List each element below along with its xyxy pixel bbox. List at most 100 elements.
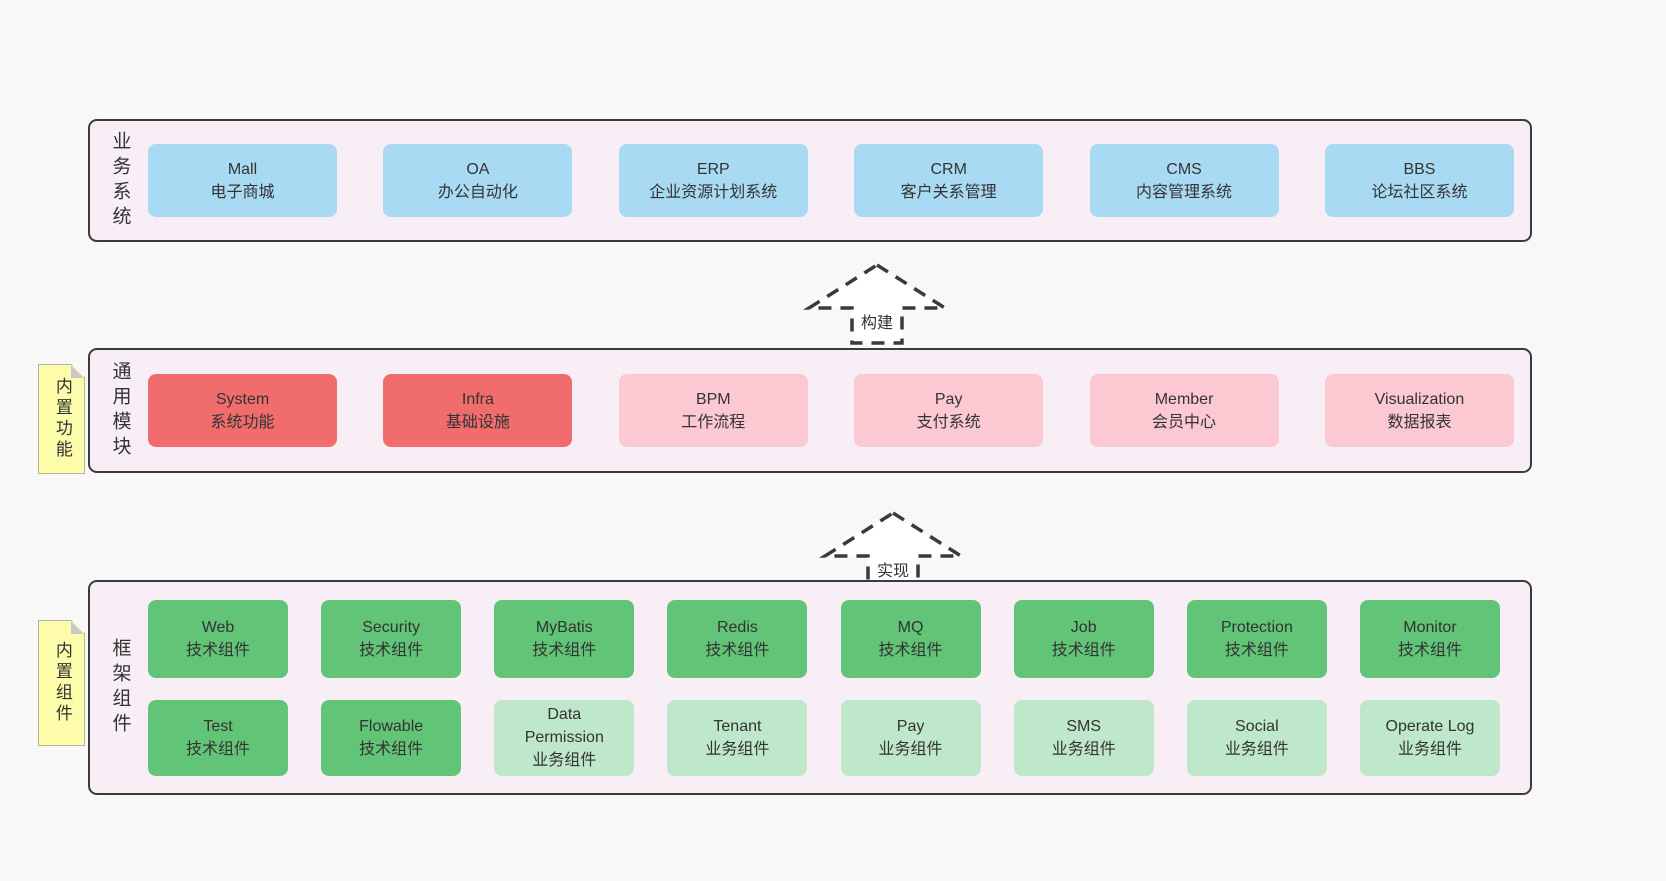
box-title: Tenant [713,717,762,735]
box-bbs: BBS 论坛社区系统 [1324,144,1514,217]
note-text: 内置功能 [52,377,72,461]
box-sms: SMS 业务组件 [1013,699,1154,776]
box-pay-module: Pay 支付系统 [854,374,1044,447]
box-subtitle: 会员中心 [1152,413,1217,431]
box-title: Pay [896,717,925,735]
box-subtitle: 客户关系管理 [900,183,997,201]
note-built-in-components: 内置组件 [38,620,85,746]
box-title: CRM [930,160,967,178]
panel-business-content: Mall 电子商城 OA 办公自动化 ERP 企业资源计划系统 CRM 客户关系… [148,121,1530,240]
box-title: Member [1154,390,1214,408]
box-infra: Infra 基础设施 [383,374,573,447]
box-subtitle: 技术组件 [1397,641,1462,659]
arrow-build-label: 构建 [855,306,899,336]
box-subtitle: 数据报表 [1387,413,1452,431]
box-bpm: BPM 工作流程 [618,374,808,447]
box-subtitle: 技术组件 [359,641,424,659]
note-text: 内置组件 [52,641,72,725]
arrow-build: 构建 [802,262,952,346]
box-title: Redis [716,618,758,636]
box-subtitle: 技术组件 [185,641,250,659]
box-subtitle: 业务组件 [1051,740,1116,758]
box-subtitle: 电子商城 [210,183,275,201]
box-title: Data Permission [524,706,604,746]
box-crm: CRM 客户关系管理 [854,144,1044,217]
box-title: Web [201,618,235,636]
box-member: Member 会员中心 [1089,374,1279,447]
box-title: BBS [1403,160,1436,178]
box-erp: ERP 企业资源计划系统 [618,144,808,217]
box-title: CMS [1166,160,1202,178]
box-subtitle: 技术组件 [1051,641,1116,659]
box-title: Social [1235,717,1279,735]
box-title: OA [466,160,490,178]
panel-label-text: 框架组件 [109,637,131,738]
box-subtitle: 业务组件 [1397,740,1462,758]
box-monitor: Monitor 技术组件 [1359,599,1500,678]
box-redis: Redis 技术组件 [667,599,808,678]
box-subtitle: 工作流程 [681,413,746,431]
box-title: MQ [897,618,924,636]
box-subtitle: 技术组件 [705,641,770,659]
box-title: Mall [227,160,258,178]
panel-modules-label: 通用模块 [90,350,148,471]
box-subtitle: 业务组件 [705,740,770,758]
arrow-implement-label: 实现 [871,554,915,584]
panel-common-modules: 通用模块 System 系统功能 Infra 基础设施 BPM 工作流程 Pay… [88,348,1532,473]
box-job: Job 技术组件 [1013,599,1154,678]
box-title: Test [203,717,233,735]
box-subtitle: 企业资源计划系统 [649,183,778,201]
panel-modules-content: System 系统功能 Infra 基础设施 BPM 工作流程 Pay 支付系统… [148,350,1530,471]
panel-business-label: 业务系统 [90,121,148,240]
box-cms: CMS 内容管理系统 [1089,144,1279,217]
box-subtitle: 业务组件 [532,752,597,769]
box-operate-log: Operate Log 业务组件 [1359,699,1500,776]
box-security: Security 技术组件 [321,599,462,678]
box-title: Job [1070,618,1097,636]
box-title: Flowable [359,717,424,735]
box-title: SMS [1066,717,1102,735]
box-subtitle: 内容管理系统 [1136,183,1233,201]
box-title: Visualization [1374,390,1465,408]
box-subtitle: 论坛社区系统 [1371,183,1468,201]
box-title: BPM [695,390,731,408]
box-title: Monitor [1403,618,1457,636]
components-row-1: Web 技术组件 Security 技术组件 MyBatis 技术组件 Redi… [148,599,1500,678]
box-title: MyBatis [535,618,593,636]
box-title: Security [362,618,421,636]
box-title: Operate Log [1385,717,1475,735]
note-built-in-features: 内置功能 [38,364,85,474]
box-visualization: Visualization 数据报表 [1324,374,1514,447]
box-system: System 系统功能 [148,374,337,447]
box-subtitle: 业务组件 [878,740,943,758]
box-flowable: Flowable 技术组件 [321,699,462,776]
box-title: ERP [696,160,730,178]
box-subtitle: 技术组件 [359,740,424,758]
box-social: Social 业务组件 [1186,699,1327,776]
box-pay-component: Pay 业务组件 [840,699,981,776]
box-subtitle: 办公自动化 [437,183,518,201]
box-subtitle: 技术组件 [185,740,250,758]
panel-business-systems: 业务系统 Mall 电子商城 OA 办公自动化 ERP 企业资源计划系统 CRM… [88,119,1532,242]
box-subtitle: 系统功能 [210,413,275,431]
box-mybatis: MyBatis 技术组件 [494,599,635,678]
box-title: Protection [1220,618,1293,636]
box-subtitle: 技术组件 [1224,641,1289,659]
panel-label-text: 业务系统 [109,130,131,231]
up-arrow-icon [802,262,952,345]
box-data-permission: Data Permission 业务组件 [494,699,635,776]
panel-label-text: 通用模块 [109,360,131,461]
box-test: Test 技术组件 [148,699,288,776]
box-subtitle: 业务组件 [1224,740,1289,758]
box-protection: Protection 技术组件 [1186,599,1327,678]
box-subtitle: 支付系统 [916,413,981,431]
box-oa: OA 办公自动化 [383,144,573,217]
panel-components-label: 框架组件 [90,582,148,793]
box-title: System [215,390,270,408]
box-mq: MQ 技术组件 [840,599,981,678]
box-subtitle: 技术组件 [532,641,597,659]
box-title: Pay [934,390,963,408]
panel-components-content: Web 技术组件 Security 技术组件 MyBatis 技术组件 Redi… [148,582,1530,793]
box-title: Infra [461,390,494,408]
components-row-2: Test 技术组件 Flowable 技术组件 Data Permission … [148,699,1500,776]
